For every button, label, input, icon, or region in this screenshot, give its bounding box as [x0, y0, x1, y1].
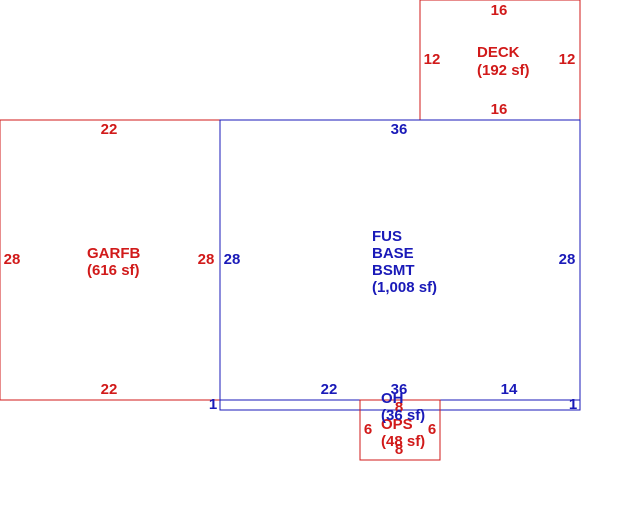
main-dim-top: 36	[391, 121, 408, 138]
overhang-dim-left: 1	[209, 396, 217, 413]
main-label-line-2: BASE	[372, 245, 414, 262]
deck-dim-right: 12	[559, 51, 576, 68]
main-label-line-1: FUS	[372, 228, 402, 245]
garage-name: GARFB	[87, 245, 140, 262]
deck-dim-top: 16	[491, 2, 508, 19]
main-dim-right: 28	[559, 251, 576, 268]
main-area: (1,008 sf)	[372, 279, 437, 296]
garage-dim-bottom: 22	[101, 381, 118, 398]
overhang-area: (36 sf)	[381, 407, 425, 424]
deck-dim-bottom: 16	[491, 101, 508, 118]
main-dim-bottom-left: 22	[321, 381, 338, 398]
porch-dim-bottom: 8	[395, 441, 403, 458]
garage-area: (616 sf)	[87, 262, 140, 279]
main-dim-left: 28	[224, 251, 241, 268]
garage-dim-left: 28	[4, 251, 21, 268]
porch-dim-right: 6	[428, 421, 436, 438]
main-label-line-3: BSMT	[372, 262, 415, 279]
porch-dim-left: 6	[364, 421, 372, 438]
porch-dim-top: 8	[395, 399, 403, 416]
main-dim-bottom-center: 36	[391, 381, 408, 398]
garage-dim-right: 28	[198, 251, 215, 268]
porch-outline	[359, 399, 441, 461]
porch-name: OPS	[381, 416, 413, 433]
overhang-dim-right: 1	[569, 396, 577, 413]
garage-dim-top: 22	[101, 121, 118, 138]
overhang-name: OH	[381, 390, 404, 407]
deck-name: DECK	[477, 44, 520, 61]
deck-dim-left: 12	[424, 51, 441, 68]
deck-area: (192 sf)	[477, 62, 530, 79]
porch-area: (48 sf)	[381, 433, 425, 450]
main-dim-bottom-right: 14	[501, 381, 518, 398]
